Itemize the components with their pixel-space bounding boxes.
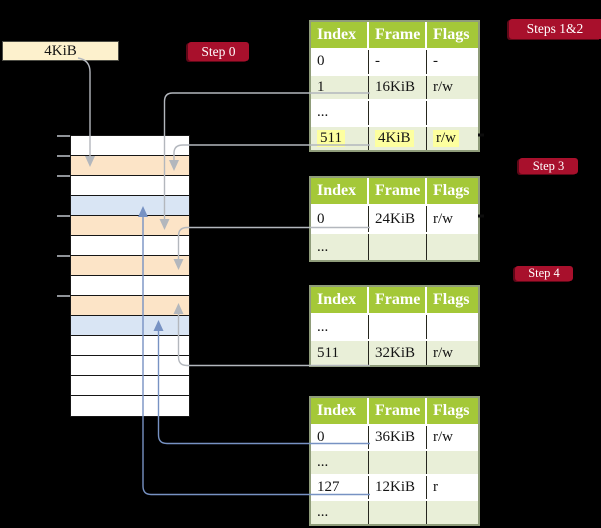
page-size-label-box: 4KiB (2, 41, 119, 61)
memory-row-white (71, 356, 189, 376)
memory-row-blue (71, 316, 189, 336)
table-row: ... (311, 313, 478, 339)
table-row: ... (311, 99, 478, 125)
table-row: 0 - - (311, 48, 478, 74)
memory-row-white (71, 176, 189, 196)
header-frame: Frame (369, 22, 427, 48)
table-row: 511 32KiB r/w (311, 339, 478, 365)
memory-tick (57, 255, 70, 257)
page-table-steps-1-2: Index Frame Flags 0 - - 1 16KiB r/w ... … (309, 20, 480, 152)
memory-row-blue (71, 196, 189, 216)
memory-row-white (71, 136, 189, 156)
memory-row-white (71, 236, 189, 256)
highlighted-value: 511 (317, 129, 345, 147)
memory-column (70, 135, 190, 417)
page-table-step-4: Index Frame Flags ... 511 32KiB r/w (309, 285, 480, 367)
highlighted-value: r/w (433, 129, 459, 147)
table-row: 0 36KiB r/w (311, 424, 478, 449)
table-row: 127 12KiB r (311, 474, 478, 499)
page-size-label: 4KiB (44, 42, 77, 59)
page-table-step-3: Index Frame Flags 0 24KiB r/w ... (309, 176, 480, 262)
badge-steps-1-2: Steps 1&2 (509, 19, 601, 39)
memory-row-white (71, 376, 189, 396)
memory-row-white (71, 396, 189, 416)
table-header-row: Index Frame Flags (311, 178, 478, 204)
header-index: Index (311, 398, 369, 424)
memory-row-white (71, 336, 189, 356)
memory-tick (57, 135, 70, 137)
badge-step-0: Step 0 (188, 42, 249, 61)
memory-row-orange (71, 256, 189, 276)
header-flags: Flags (433, 402, 470, 419)
header-flags: Flags (433, 26, 470, 43)
memory-tick (57, 295, 70, 297)
page-table-bottom: Index Frame Flags 0 36KiB r/w ... 127 12… (309, 396, 480, 526)
badge-step-4: Step 4 (515, 266, 573, 281)
header-frame: Frame (369, 398, 427, 424)
memory-tick (57, 175, 70, 177)
table-row-highlighted: 511 4KiB r/w (311, 124, 478, 150)
header-index: Index (311, 178, 369, 204)
header-index: Index (311, 287, 369, 313)
memory-row-orange (71, 296, 189, 316)
memory-row-white (71, 276, 189, 296)
table-row: ... (311, 499, 478, 524)
badge-step-3: Step 3 (519, 158, 578, 174)
memory-row-orange (71, 156, 189, 176)
table-row: ... (311, 449, 478, 474)
header-index: Index (311, 22, 369, 48)
memory-tick (57, 155, 70, 157)
table-row: 1 16KiB r/w (311, 73, 478, 99)
memory-tick (57, 215, 70, 217)
table-row: ... (311, 232, 478, 260)
header-flags: Flags (433, 182, 470, 199)
table-header-row: Index Frame Flags (311, 287, 478, 313)
table-header-row: Index Frame Flags (311, 398, 478, 424)
table-header-row: Index Frame Flags (311, 22, 478, 48)
header-flags: Flags (433, 291, 470, 308)
header-frame: Frame (369, 287, 427, 313)
memory-row-orange (71, 216, 189, 236)
table-row: 0 24KiB r/w (311, 204, 478, 232)
highlighted-value: 4KiB (375, 129, 414, 147)
header-frame: Frame (369, 178, 427, 204)
